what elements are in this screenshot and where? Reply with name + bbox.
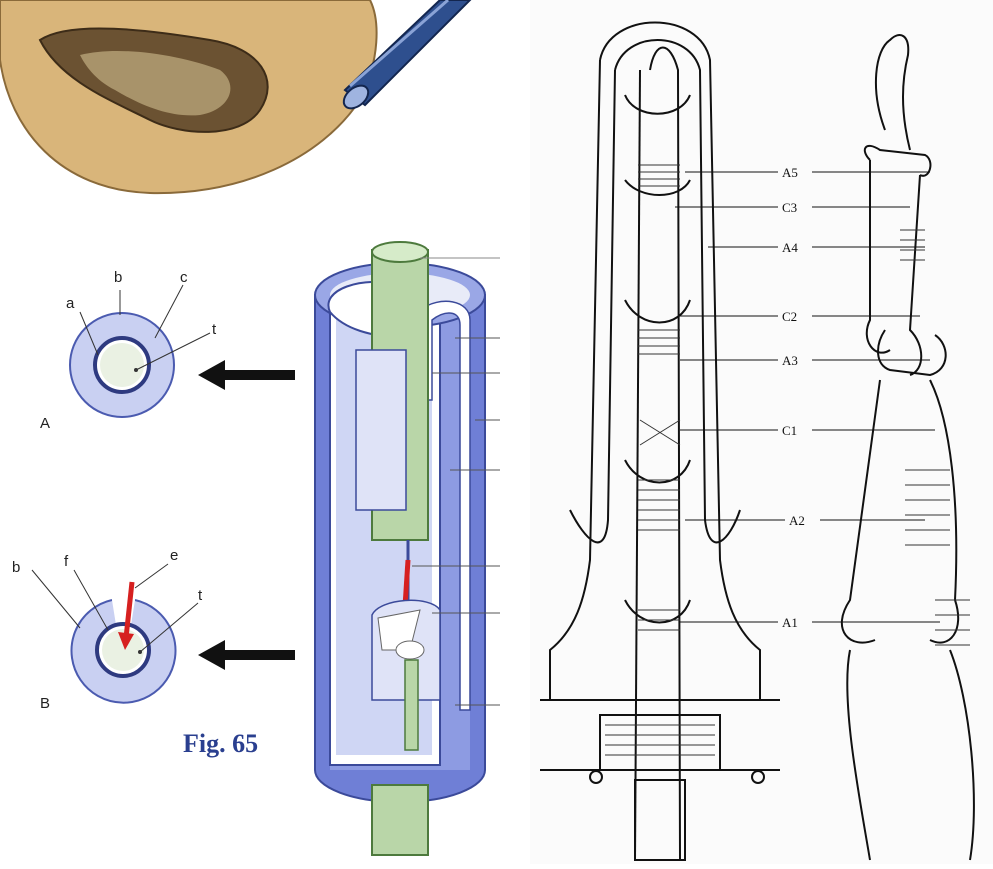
bone-cross-section-illustration bbox=[0, 0, 500, 200]
panel-label-b: B bbox=[40, 695, 50, 712]
tendon-sheath-diagram: a b c t A b f e t bbox=[0, 230, 520, 864]
label-a: a bbox=[66, 295, 75, 312]
label-f: f bbox=[64, 553, 69, 570]
bone-cross-section-drawing bbox=[0, 0, 500, 200]
cross-section-a: a b c t A bbox=[40, 269, 217, 432]
pulley-label-c3: C3 bbox=[782, 200, 797, 215]
palmar-view bbox=[540, 23, 780, 861]
cross-section-b: b f e t B bbox=[12, 547, 203, 712]
finger-pulley-drawing: A5 C3 A4 C2 A3 C1 A2 A1 bbox=[530, 0, 993, 864]
tendon-sheath-drawing: a b c t A b f e t bbox=[0, 230, 520, 864]
label-b2: b bbox=[12, 559, 20, 576]
label-t2: t bbox=[198, 587, 203, 604]
lateral-striations bbox=[900, 230, 970, 645]
lateral-view bbox=[842, 35, 974, 860]
left-arrow-icon bbox=[198, 360, 295, 390]
label-b: b bbox=[114, 269, 122, 286]
pulley-label-a3: A3 bbox=[782, 353, 798, 368]
pulley-label-a1: A1 bbox=[782, 615, 798, 630]
label-t: t bbox=[212, 321, 217, 338]
label-c: c bbox=[180, 269, 188, 286]
label-e: e bbox=[170, 547, 178, 564]
pulley-label-a4: A4 bbox=[782, 240, 798, 255]
finger-pulley-diagram: A5 C3 A4 C2 A3 C1 A2 A1 bbox=[530, 0, 993, 864]
pulley-label-c2: C2 bbox=[782, 309, 797, 324]
left-arrow-icon bbox=[198, 640, 295, 670]
pulley-label-a5: A5 bbox=[782, 165, 798, 180]
pulley-label-a2: A2 bbox=[789, 513, 805, 528]
figure-caption: Fig. 65 bbox=[183, 729, 258, 758]
panel-label-a: A bbox=[40, 415, 50, 432]
sheath-cylinder bbox=[315, 242, 500, 855]
palmar-striations bbox=[605, 165, 715, 755]
pulley-label-c1: C1 bbox=[782, 423, 797, 438]
